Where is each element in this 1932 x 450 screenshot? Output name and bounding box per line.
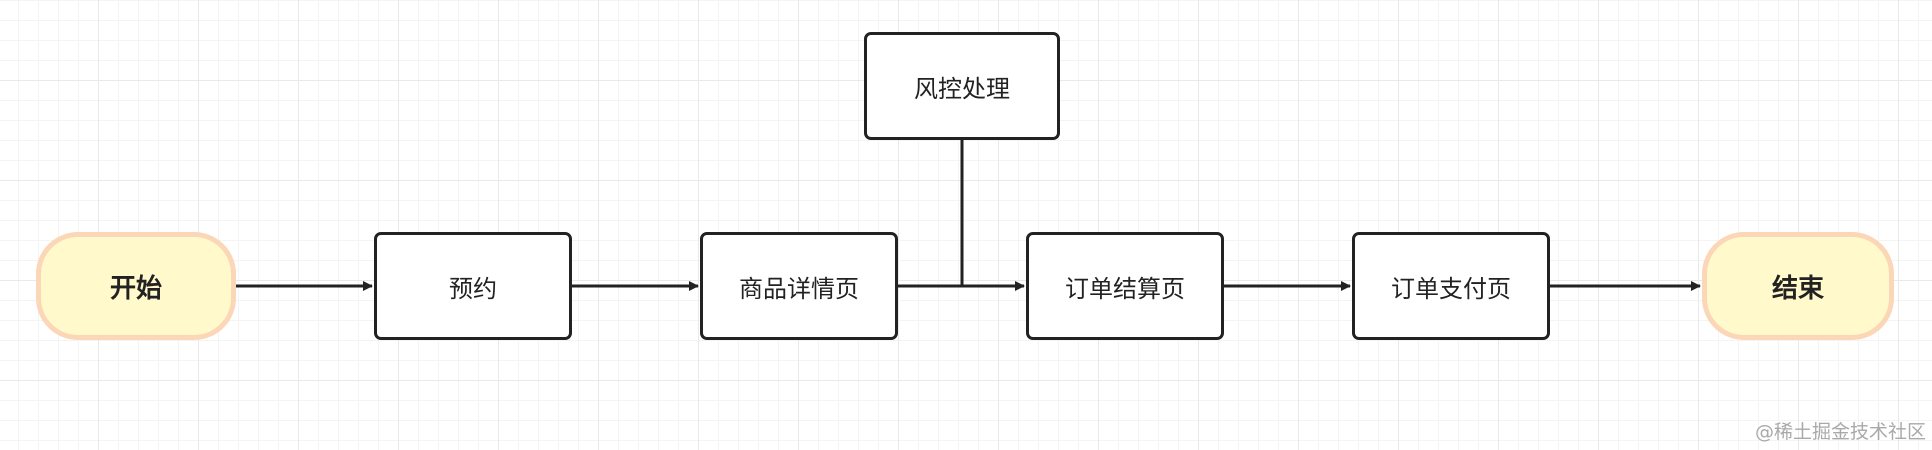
node-start[interactable]: 开始 — [36, 232, 236, 340]
node-risk-control[interactable]: 风控处理 — [864, 32, 1060, 140]
node-reserve[interactable]: 预约 — [374, 232, 572, 340]
node-end[interactable]: 结束 — [1702, 232, 1894, 340]
watermark-text: @稀土掘金技术社区 — [1754, 421, 1926, 443]
node-order-payment[interactable]: 订单支付页 — [1352, 232, 1550, 340]
node-order-checkout[interactable]: 订单结算页 — [1026, 232, 1224, 340]
node-product-detail[interactable]: 商品详情页 — [700, 232, 898, 340]
